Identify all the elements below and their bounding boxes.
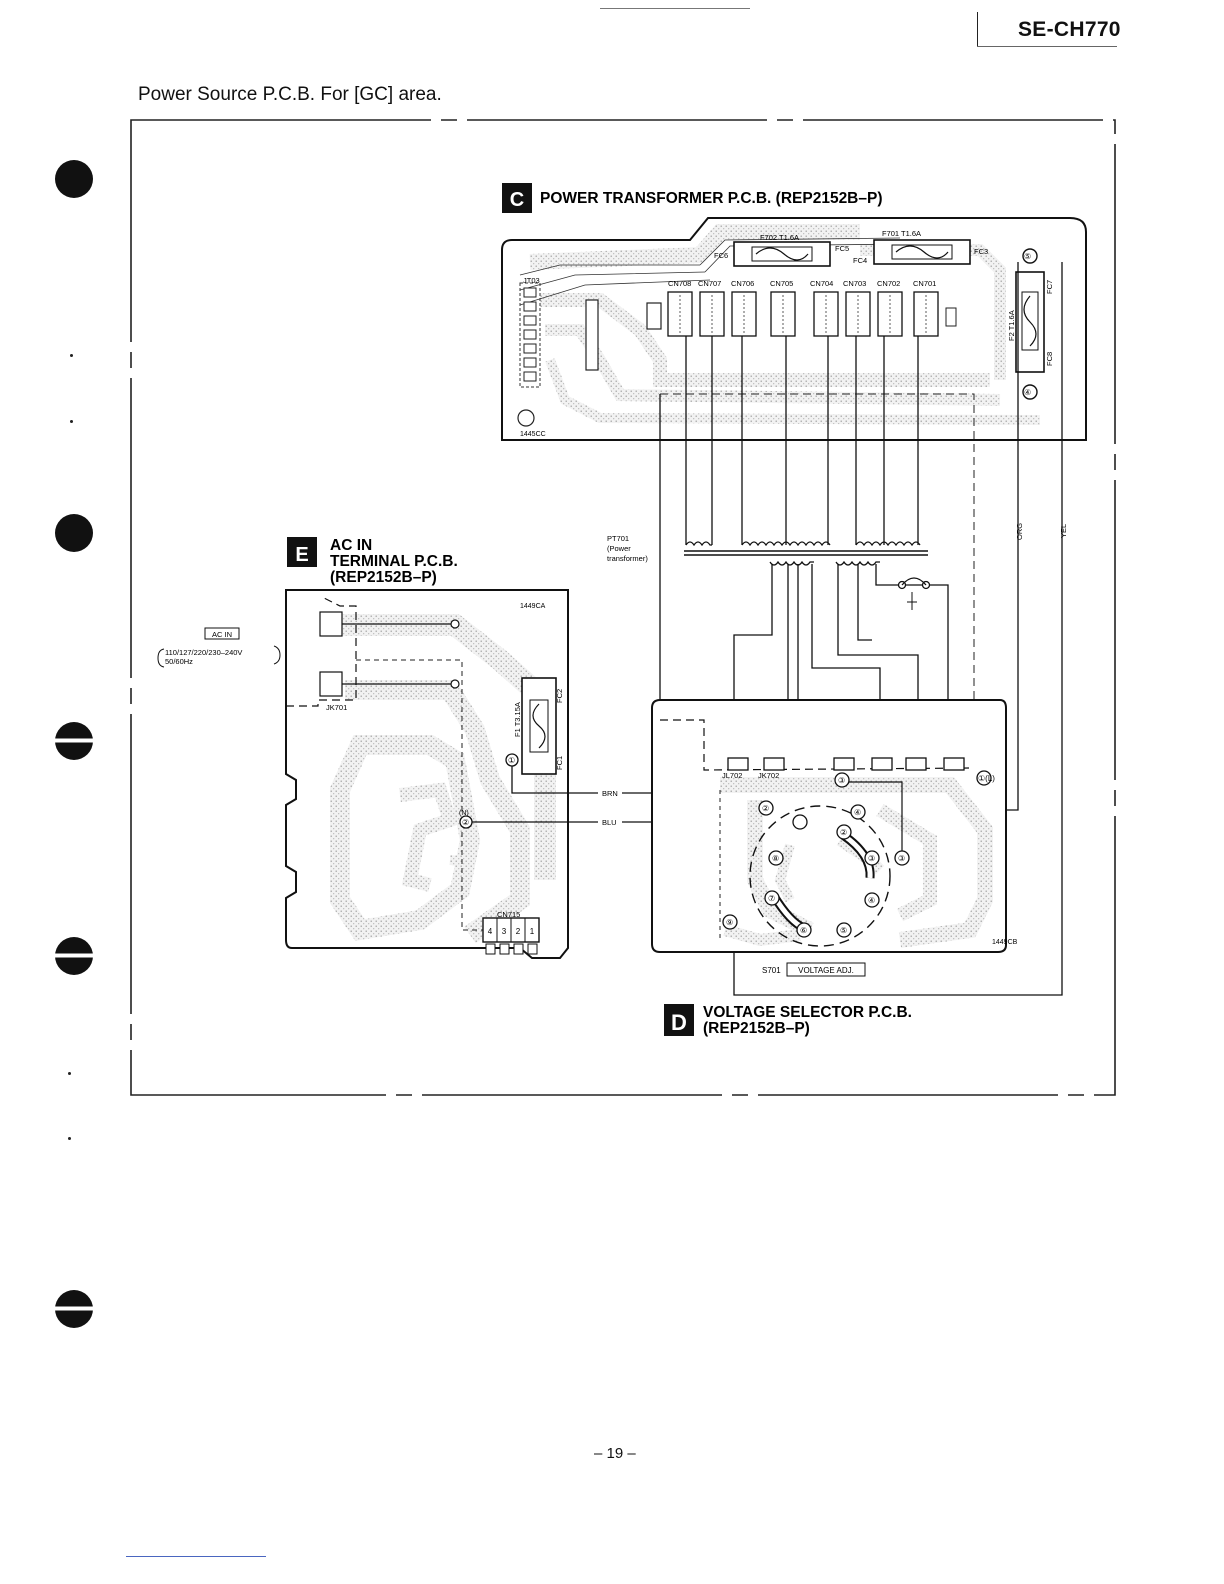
fuse-clip-label: FC1 [555,756,564,770]
page-number: – 19 – [594,1445,636,1462]
margin-dot [68,1072,71,1075]
switch-mark: ② [762,804,769,813]
switch-mark: ④ [868,896,875,905]
voltage-adj-label-box [786,962,866,977]
fuse-label: F702 T1.6A [760,233,799,242]
diagram-frame [130,119,1116,1096]
section-c-badge [502,183,532,213]
section-e-badge [287,537,317,567]
wire-label-org: ORG [1015,523,1024,540]
section-c-letter: C [510,189,524,211]
page-heading: Power Source P.C.B. For [GC] area. [138,84,442,105]
connector-pin: 4 [488,927,493,936]
model-underline [977,46,1117,47]
connector-label: CN708 [668,279,691,288]
transformer-ref: PT701 [607,534,629,543]
margin-dot [70,420,73,423]
fuse-clip-label: FC7 [1045,280,1054,294]
fuse-clip-label: FC4 [853,256,867,265]
ac-in-label: AC IN [212,630,232,639]
section-e-title: TERMINAL P.C.B. [330,553,458,570]
terminal-mark: ② [462,818,469,827]
switch-mark: ⑤ [840,926,847,935]
switch-mark: ③ [868,854,875,863]
connector-label: CN701 [913,279,936,288]
fuse-clip-label: FC5 [835,244,849,253]
binder-hole-2 [55,514,93,552]
switch-mark: ①(L) [978,774,995,783]
fuse-clip-label: FC3 [974,247,988,256]
binder-hole-5 [55,1290,93,1328]
fuse-clip-label: FC6 [714,251,728,260]
jack-label: JK701 [326,703,347,712]
terminal-mark: (N) [459,810,469,817]
connector-label: CN705 [770,279,793,288]
ac-frequency: 50/60Hz [165,657,193,666]
section-d-badge [664,1004,694,1036]
connector-label: CN702 [877,279,900,288]
model-divider [977,12,978,46]
section-d-title: (REP2152B–P) [703,1020,810,1037]
connector-pin: 1 [530,927,535,936]
board-code-d: 1449CB [992,939,1018,946]
connector-label: CN715 [497,910,520,919]
voltage-selector-pcb [651,699,1007,953]
top-rule [600,8,750,9]
switch-mark: ⑦ [768,894,775,903]
fuse-clip-label: FC8 [1045,352,1054,366]
diagram-text: C POWER TRANSFORMER P.C.B. (REP2152B–P) … [165,189,1068,1037]
switch-mark: ⑨ [726,918,733,927]
section-c-title: POWER TRANSFORMER P.C.B. (REP2152B–P) [540,190,883,207]
transformer-wiring [659,262,1063,996]
switch-mark: ② [840,828,847,837]
section-d-letter: D [671,1010,687,1035]
fuse-label: F1 T3.15A [513,702,522,737]
wire-label-brn: BRN [602,789,618,798]
connector-pin: 2 [516,927,521,936]
switch-mark: ③ [838,776,845,785]
connector-pin: 3 [502,927,507,936]
power-transformer-pcb [501,217,1087,700]
board-code-e: 1449CA [520,603,546,610]
margin-dot [68,1137,71,1140]
ac-voltage: 110/127/220/230–240V [165,648,242,657]
switch-ref: S701 [762,966,781,975]
section-e-letter: E [295,544,308,566]
switch-mark: ⑥ [800,926,807,935]
model-number: SE-CH770 [1018,18,1121,41]
section-e-title: AC IN [330,537,372,554]
terminal-mark: ① [508,756,515,765]
jumper-label: JT03 [523,276,540,285]
transformer-desc: (Power [607,544,631,553]
connector-label: CN706 [731,279,754,288]
terminal-mark: ⑤ [1024,252,1031,261]
binder-hole-3 [55,722,93,760]
connector-label: CN704 [810,279,833,288]
binder-hole-1 [55,160,93,198]
ac-in-terminal-pcb [285,589,569,959]
jack-label: JK702 [758,771,779,780]
switch-mark: ④ [854,808,861,817]
fuse-clip-label: FC2 [555,689,564,703]
binder-hole-4 [55,937,93,975]
section-d-title: VOLTAGE SELECTOR P.C.B. [703,1004,912,1021]
connector-label: CN703 [843,279,866,288]
bottom-rule [126,1556,266,1557]
ac-in-label-box [204,627,240,640]
switch-label: VOLTAGE ADJ. [798,966,854,975]
fuse-label: F701 T1.6A [882,229,921,238]
transformer-desc: transformer) [607,554,648,563]
section-e-title: (REP2152B–P) [330,569,437,586]
switch-mark: ③ [898,854,905,863]
terminal-mark: ④ [1024,388,1031,397]
jack-label: JL702 [722,771,742,780]
margin-dot [70,354,73,357]
wire-label-yel: YEL [1059,524,1068,538]
fuse-label: F2 T1.6A [1007,310,1016,341]
wire-label-blu: BLU [602,818,617,827]
connector-label: CN707 [698,279,721,288]
switch-mark: ⑧ [772,854,779,863]
board-code-c: 1445CC [520,431,546,438]
